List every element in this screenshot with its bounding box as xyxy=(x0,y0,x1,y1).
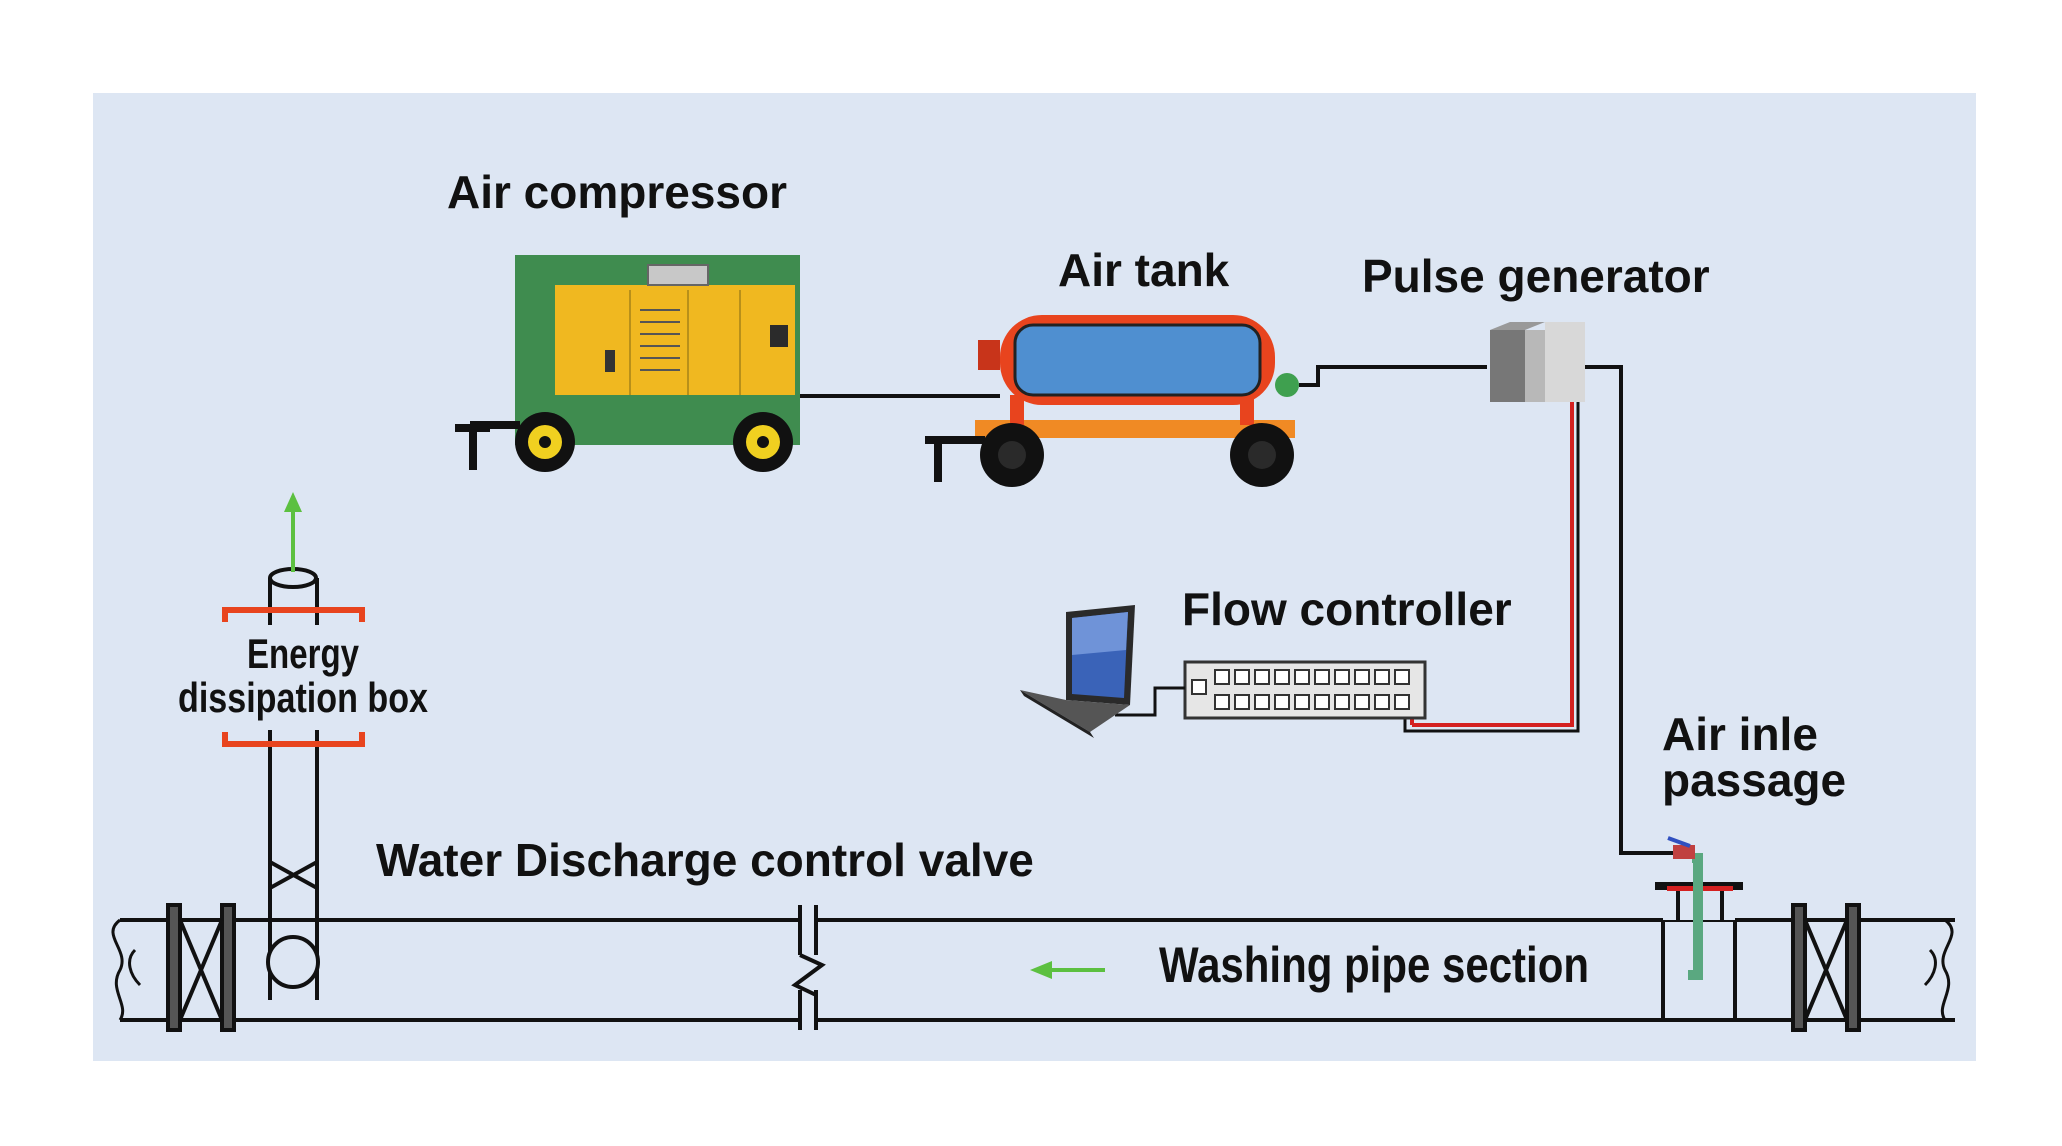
laptop-icon xyxy=(1020,605,1135,738)
valve-icon xyxy=(166,903,236,1032)
air-compressor-label: Air compressor xyxy=(447,166,787,218)
pipe-break-symbol xyxy=(791,905,826,1030)
water-discharge-valve-label: Water Discharge control valve xyxy=(376,834,1034,886)
air-tank-label: Air tank xyxy=(1058,244,1230,296)
energy-label-line1: Energy xyxy=(247,630,360,677)
energy-dissipation-box xyxy=(222,607,365,747)
energy-label-line2: dissipation box xyxy=(178,674,429,721)
air-line-pulse-to-inlet xyxy=(1585,365,1680,855)
flow-controller-label: Flow controller xyxy=(1182,583,1512,635)
pipe-end-left xyxy=(111,918,125,1021)
flow-arrow-icon xyxy=(284,492,302,572)
air-inlet-label-line1: Air inle xyxy=(1662,708,1818,760)
pipe-end-right-inner xyxy=(1923,948,1937,987)
flow-controller-icon xyxy=(1183,660,1427,720)
air-tank-icon xyxy=(925,315,1299,487)
air-inlet-fitting xyxy=(1655,836,1743,1020)
pulse-generator-icon xyxy=(1490,322,1585,402)
valve-icon xyxy=(1791,903,1861,1032)
background-panel xyxy=(93,93,1976,1061)
washing-pipe-label-bg xyxy=(1135,935,1595,997)
pipe-end-right xyxy=(1940,918,1954,1021)
laptop-cable xyxy=(1115,686,1185,717)
main-pipe xyxy=(120,918,1955,1022)
signal-wire xyxy=(1412,402,1574,727)
pulse-generator-label: Pulse generator xyxy=(1362,250,1710,302)
air-inlet-label-bg xyxy=(1650,705,1910,820)
air-inlet-label-line2: passage xyxy=(1662,754,1846,806)
pipe-end-left-inner xyxy=(128,948,142,987)
washing-pipe-label: Washing pipe section xyxy=(1159,937,1589,993)
energy-label-bg xyxy=(172,625,422,730)
energy-dissipation-riser xyxy=(266,567,320,1000)
compressor-icon xyxy=(455,255,800,472)
air-line-tank-to-pulse xyxy=(1299,365,1487,387)
flow-arrow-icon xyxy=(1030,961,1105,979)
